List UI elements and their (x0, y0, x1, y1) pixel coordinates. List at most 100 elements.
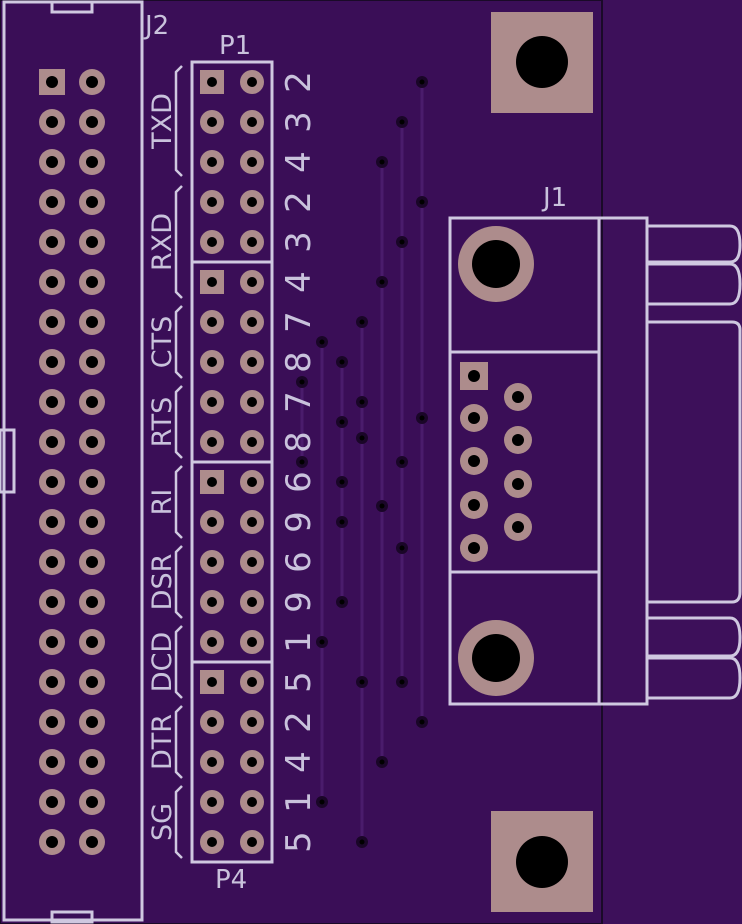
header-pad-hole (207, 837, 217, 847)
via-hole (299, 379, 305, 385)
j1-mount-hole-top (472, 240, 520, 288)
j2-pad-hole (86, 836, 98, 848)
j2-pad-hole (46, 396, 58, 408)
j2-pad-hole (86, 796, 98, 808)
db9-pad-hole (512, 434, 524, 446)
via-hole (339, 519, 345, 525)
pin-number-label: 6 (279, 471, 319, 493)
j2-pad-hole (46, 716, 58, 728)
signal-bracket (174, 305, 183, 379)
pin-number-label: 9 (279, 591, 319, 613)
label-p4: P4 (215, 865, 247, 895)
j2-pad-hole (86, 436, 98, 448)
via-hole (299, 459, 305, 465)
header-pad-hole (207, 237, 217, 247)
pin-number-label: 5 (279, 831, 319, 853)
j2-pad-hole (46, 436, 58, 448)
j2-pad-hole (86, 156, 98, 168)
signal-label-sg: SG (147, 803, 178, 841)
j2-pad-hole (86, 596, 98, 608)
j2-pad-hole (86, 636, 98, 648)
pin-number-label: 4 (279, 151, 319, 173)
via-hole (339, 359, 345, 365)
pin-number-label: 6 (279, 551, 319, 573)
db9-pad-hole (468, 542, 480, 554)
j2-pad-hole (86, 476, 98, 488)
mount-hole-bottom (516, 836, 568, 888)
header-pad-hole (207, 517, 217, 527)
header-pad-hole (247, 277, 257, 287)
header-pad-hole (247, 357, 257, 367)
j2-pad-hole (46, 156, 58, 168)
header-pad-hole (247, 517, 257, 527)
pin-number-label: 2 (279, 191, 319, 213)
header-pad-hole (207, 277, 217, 287)
via-hole (319, 799, 325, 805)
j2-pad-hole (46, 676, 58, 688)
j2-pad-hole (46, 836, 58, 848)
header-pad-hole (247, 677, 257, 687)
header-pad-hole (207, 77, 217, 87)
header-pad-hole (247, 557, 257, 567)
signal-label-ri: RI (147, 489, 178, 516)
signal-label-dcd: DCD (147, 632, 178, 692)
j2-key-bottom (50, 910, 94, 924)
header-pad-hole (207, 557, 217, 567)
header-pad-hole (207, 477, 217, 487)
j2-key-top (50, 0, 94, 14)
signal-bracket (174, 465, 183, 539)
j1-screw-bottom-b (647, 656, 742, 700)
j2-pad-hole (86, 556, 98, 568)
header-pad-hole (207, 677, 217, 687)
label-j2: J2 (143, 11, 169, 41)
mount-hole-top (516, 36, 568, 88)
header-pad-hole (247, 837, 257, 847)
j2-side-notch (0, 428, 16, 494)
header-pad-hole (247, 717, 257, 727)
pin-number-label: 2 (279, 71, 319, 93)
pin-number-label: 7 (279, 391, 319, 413)
header-pad-array (200, 70, 264, 854)
db9-pad-hole (468, 412, 480, 424)
header-pad-hole (207, 117, 217, 127)
label-j1: J1 (541, 183, 567, 213)
signal-brackets (174, 65, 183, 859)
j2-pad-hole (86, 236, 98, 248)
j2-pad-array (39, 69, 105, 855)
mount-top (491, 12, 593, 113)
header-pad-hole (207, 797, 217, 807)
header-pad-hole (207, 317, 217, 327)
signal-bracket (174, 545, 183, 619)
db9-pad-hole (468, 499, 480, 511)
j1-db9-connector (448, 216, 742, 706)
via-hole (399, 239, 405, 245)
pin-number-label: 3 (279, 111, 319, 133)
j2-pad-hole (46, 356, 58, 368)
via-hole (419, 415, 425, 421)
via-hole (399, 679, 405, 685)
signal-label-rxd: RXD (147, 213, 178, 271)
header-pad-hole (247, 797, 257, 807)
j2-pad-hole (86, 196, 98, 208)
via-hole (359, 839, 365, 845)
via-hole (319, 339, 325, 345)
header-pad-hole (207, 357, 217, 367)
db9-pad-hole (468, 370, 480, 382)
board-outline (0, 0, 603, 924)
header-pad-hole (247, 237, 257, 247)
header-pad-hole (247, 157, 257, 167)
pin-number-label: 9 (279, 511, 319, 533)
j1-shell (647, 320, 742, 604)
via-hole (419, 719, 425, 725)
header-pad-hole (207, 197, 217, 207)
header-pad-hole (247, 757, 257, 767)
via-hole (379, 279, 385, 285)
db9-pad-array (460, 362, 532, 562)
header-pad-hole (247, 117, 257, 127)
j2-pad-hole (86, 116, 98, 128)
via-hole (339, 479, 345, 485)
trace-layer (296, 76, 428, 848)
j2-pad-hole (46, 556, 58, 568)
signal-bracket (174, 65, 183, 177)
